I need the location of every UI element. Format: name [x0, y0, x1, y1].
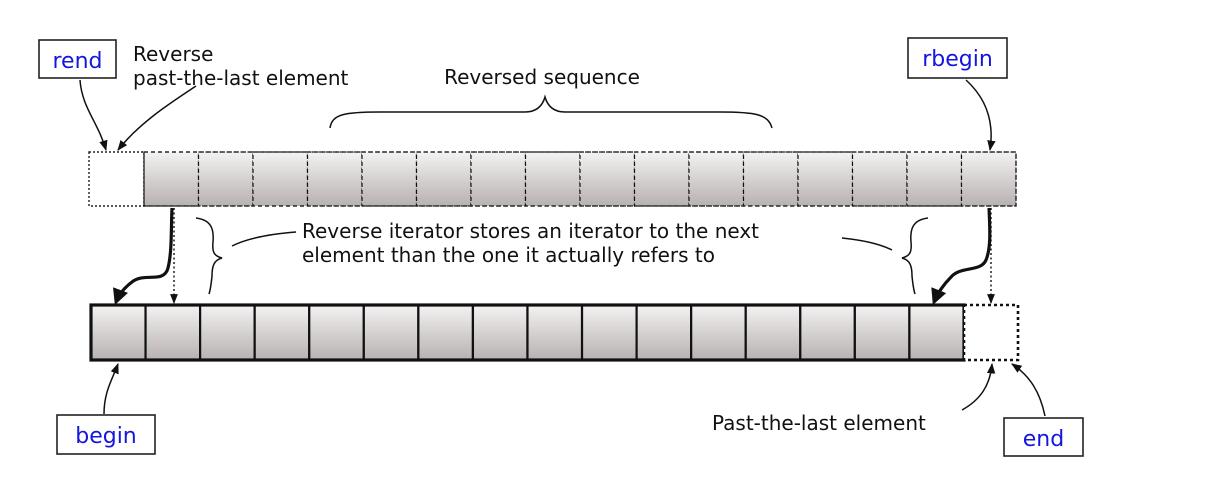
forward-sequence-cell — [744, 303, 802, 362]
reverse-caption-line2: past-the-last element — [133, 66, 349, 90]
past-the-last-arrow — [961, 362, 996, 411]
reverse-sequence-cell — [742, 151, 799, 207]
reverse-sequence-outline — [143, 151, 1017, 207]
forward-sequence-cell — [308, 303, 365, 362]
forward-sequence-cell — [362, 303, 420, 362]
forward-sequence-cell — [799, 303, 856, 362]
past-the-last-caption: Past-the-last element — [712, 411, 926, 435]
reverse-past-the-last-arrow — [117, 85, 197, 151]
forward-sequence-cell — [690, 303, 747, 362]
reverse-sequence-cell — [906, 151, 963, 207]
begin-arrow — [103, 363, 119, 415]
rend-dotted-cell — [88, 151, 145, 207]
rbegin-to-last-element-arrow — [931, 207, 992, 305]
forward-sequence-cell — [853, 303, 911, 362]
reverse-sequence-cell — [470, 151, 527, 207]
end-arrow — [1011, 363, 1046, 417]
forward-sequence-cell — [417, 303, 475, 362]
reverse-sequence-cell — [851, 151, 908, 207]
end-label: end — [1023, 427, 1064, 452]
reverse-sequence-cell — [143, 151, 200, 207]
rend-label-box: rend — [38, 39, 117, 79]
reversed-sequence-brace — [329, 94, 773, 129]
reverse-sequence-cell — [688, 151, 745, 207]
rend-to-begin-arrow — [113, 207, 174, 305]
reverse-sequence-cell — [797, 151, 854, 207]
forward-sequence-row — [89, 303, 1020, 362]
end-dotted-cell — [962, 303, 1020, 362]
reverse-sequence-cell — [361, 151, 418, 207]
rend-arrow — [79, 79, 108, 152]
forward-sequence-cell — [908, 303, 966, 362]
forward-sequence-cell — [89, 303, 147, 362]
rend-label: rend — [52, 49, 102, 74]
note-line2: element than the one it actually refers … — [302, 243, 715, 267]
rbegin-arrow — [965, 79, 996, 152]
right-note-brace — [901, 217, 929, 295]
reverse-sequence-cell — [415, 151, 472, 207]
left-note-brace — [195, 217, 223, 295]
begin-label: begin — [75, 424, 137, 449]
reverse-sequence-row — [88, 151, 1017, 207]
note-line1: Reverse iterator stores an iterator to t… — [302, 219, 759, 243]
reverse-sequence-cell — [306, 151, 363, 207]
reverse-sequence-cell — [252, 151, 309, 207]
rbegin-label: rbegin — [922, 47, 993, 72]
forward-sequence-cell — [526, 303, 584, 362]
begin-label-box: begin — [56, 414, 156, 455]
forward-sequence-cell — [471, 303, 529, 362]
reverse-caption-line1: Reverse — [133, 42, 213, 66]
forward-sequence-cell — [580, 303, 638, 362]
reverse-sequence-cell — [197, 151, 254, 207]
reverse-sequence-cell — [524, 151, 581, 207]
reverse-sequence-cell — [633, 151, 690, 207]
note-left-leader — [231, 231, 297, 247]
rbegin-label-box: rbegin — [907, 37, 1008, 79]
reverse-sequence-cell — [579, 151, 636, 207]
forward-sequence-cell — [199, 303, 256, 362]
forward-sequence-cell — [635, 303, 693, 362]
reverse-sequence-cell — [960, 151, 1017, 207]
forward-sequence-cell — [253, 303, 311, 362]
forward-sequence-cell — [144, 303, 202, 362]
note-right-leader — [841, 237, 893, 251]
end-label-box: end — [1003, 417, 1084, 457]
reversed-sequence-caption: Reversed sequence — [444, 65, 640, 89]
